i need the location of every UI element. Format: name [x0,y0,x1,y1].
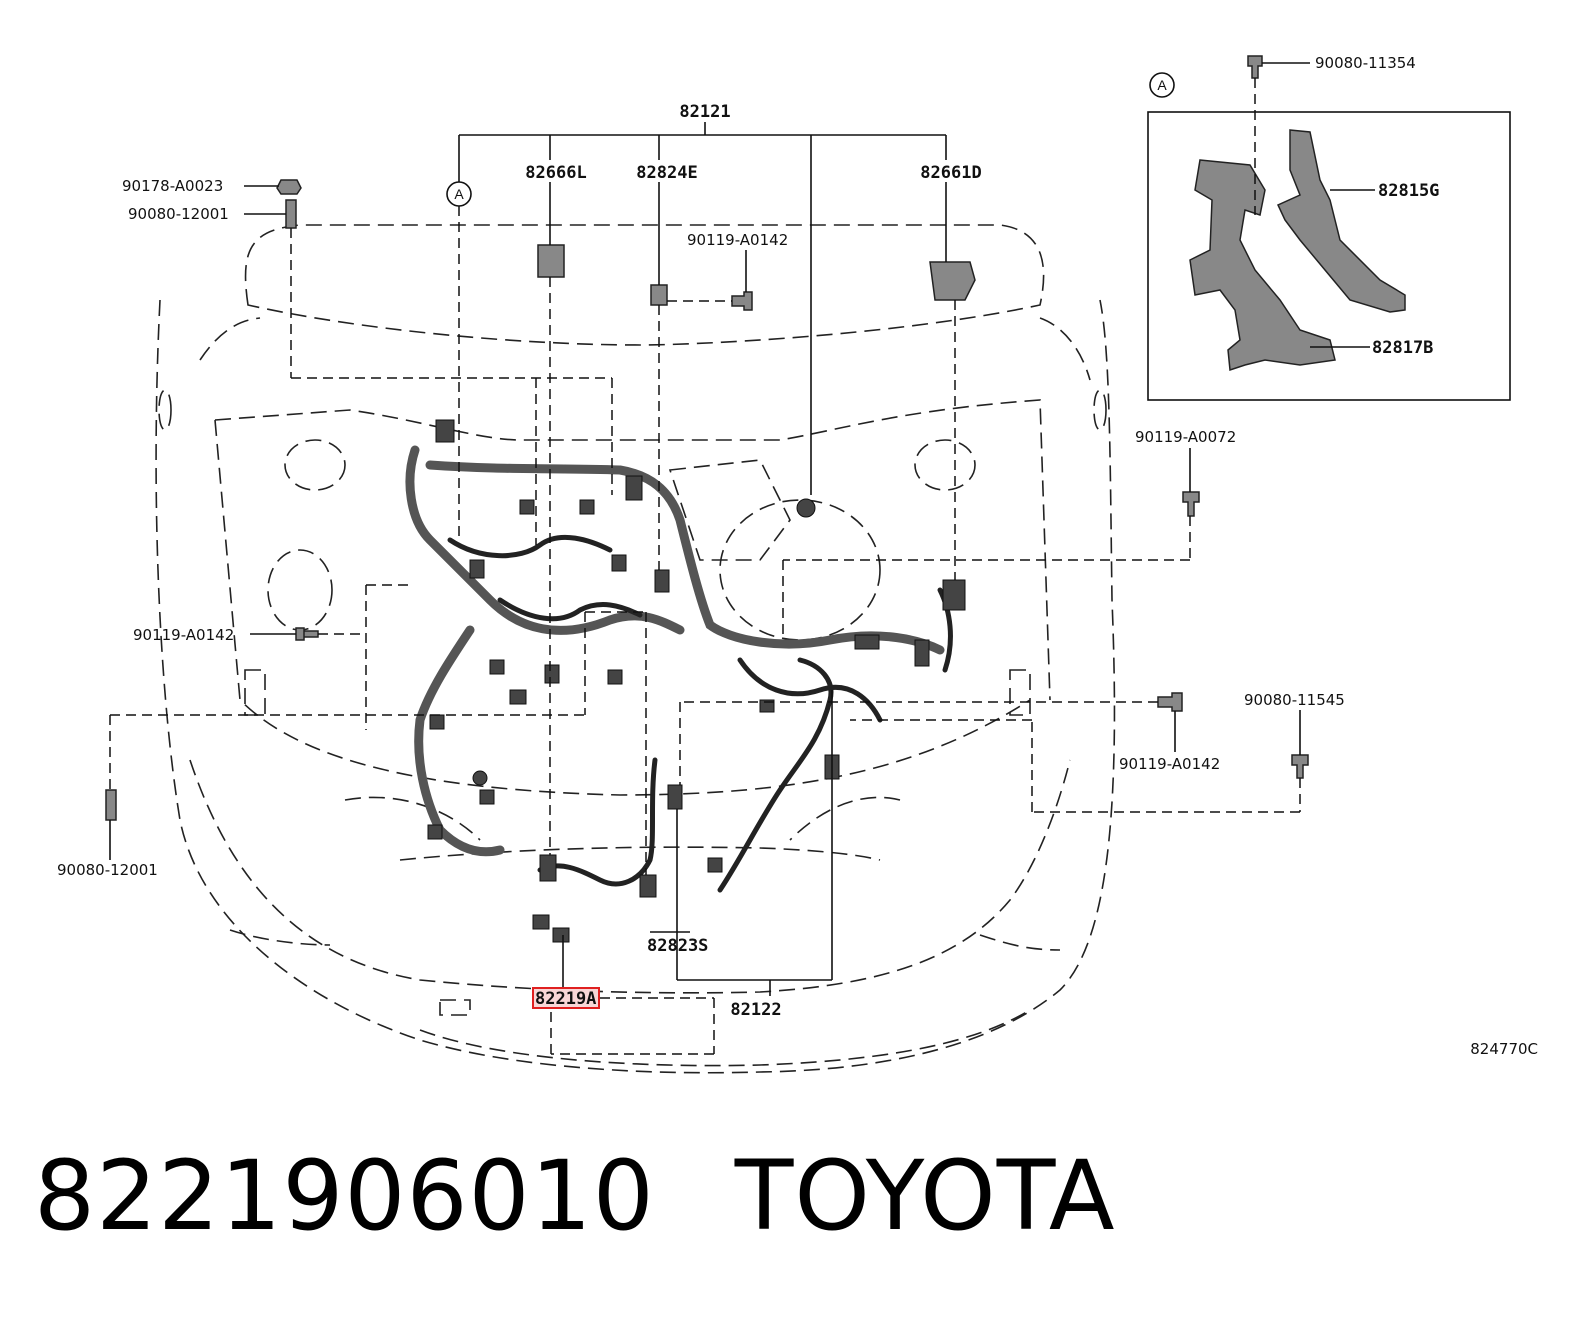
callout-90080-11354: 90080-11354 [1315,54,1416,72]
harness-connectors [427,419,966,943]
callout-90080-12001-left: 90080-12001 [57,861,158,879]
part-82817B-icon [1189,159,1336,372]
part-footer: 8221906010 TOYOTA [34,1140,1116,1252]
part-82661D-icon [929,261,976,301]
bolt-90080-11354-icon [1247,55,1263,79]
bolt-90119-A0142-right-icon [1157,692,1183,712]
stud-90080-12001-left-icon [105,789,117,821]
part-icons [105,55,1309,821]
callout-82122: 82122 [730,1000,781,1020]
callout-90119-A0142-right: 90119-A0142 [1119,755,1220,773]
illustration-number: 824770C [1470,1040,1538,1058]
callout-82121: 82121 [679,102,730,122]
reference-circles: A A [446,72,1175,207]
bolt-90119-A0142-top-icon [731,291,753,311]
stud-90080-12001-top-icon [285,199,297,229]
callout-82824E: 82824E [636,163,697,183]
bolt-90119-A0072-icon [1182,491,1200,517]
engine-wire-harness [405,445,953,893]
callout-90119-A0142-top: 90119-A0142 [687,231,788,249]
footer-brand: TOYOTA [734,1140,1116,1252]
callout-90080-12001-top: 90080-12001 [128,205,229,223]
callout-82219A: 82219A [535,989,596,1009]
callout-90119-A0072: 90119-A0072 [1135,428,1236,446]
callout-90178-A0023: 90178-A0023 [122,177,223,195]
callout-82815G: 82815G [1378,181,1439,201]
footer-part-number: 8221906010 [34,1140,655,1252]
leader-lines [109,62,1375,996]
callout-82817B: 82817B [1372,338,1433,358]
bolt-90119-A0142-left-icon [295,627,319,641]
ref-circle-detail-label: A [1157,77,1167,93]
callout-90119-A0142-left: 90119-A0142 [133,626,234,644]
callout-82666L: 82666L [525,163,586,183]
dashed-guide-lines [109,78,1301,1055]
part-82666L-icon [537,244,565,278]
vehicle-body-outline [155,224,1116,1074]
part-82824E-icon [650,284,668,306]
ref-circle-main-label: A [454,186,464,202]
callout-90080-11545: 90080-11545 [1244,691,1345,709]
callout-82661D: 82661D [920,163,981,183]
bolt-90080-11545-icon [1291,754,1309,779]
highlight-box-82219A [532,987,600,1009]
part-82815G-icon [1277,129,1406,313]
callout-82823S: 82823S [647,936,708,956]
detail-a-box [1147,111,1511,401]
callout-labels: 82121 82666L 82824E 82661D 90178-A0023 9… [57,54,1538,1058]
nut-90178-A0023-icon [276,179,302,195]
